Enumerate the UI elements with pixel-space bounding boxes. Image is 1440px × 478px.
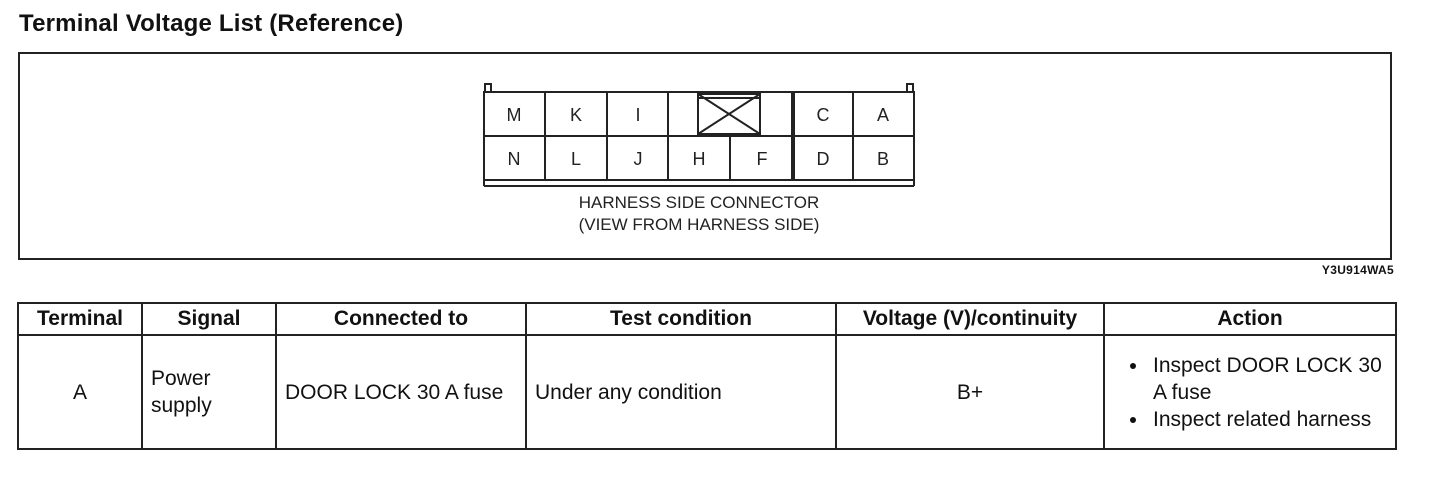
connector-diagram-frame: M K I C A N L J H F D B HARNESS SIDE CON… [18,52,1392,260]
action-item: Inspect related harness [1149,406,1387,433]
pin-label-a: A [877,105,889,125]
pin-label-c: C [817,105,830,125]
pin-label-i: I [635,105,640,125]
column-header-signal: Signal [141,302,277,336]
column-header-action: Action [1103,302,1397,336]
connector-diagram: M K I C A N L J H F D B HARNESS SIDE CON… [483,83,915,234]
connector-caption-line2: (VIEW FROM HARNESS SIDE) [579,215,820,234]
connector-caption-line1: HARNESS SIDE CONNECTOR [579,193,820,212]
cell-test-condition: Under any condition [525,334,837,450]
pin-label-n: N [508,149,521,169]
pin-label-k: K [570,105,582,125]
corner-nub-right [906,83,914,93]
pin-label-h: H [693,149,706,169]
pin-label-m: M [507,105,522,125]
table-header-row: Terminal Signal Connected to Test condit… [17,302,1397,336]
pin-label-f: F [757,149,768,169]
column-header-test-condition: Test condition [525,302,837,336]
action-list: Inspect DOOR LOCK 30 A fuse Inspect rela… [1113,352,1387,433]
cell-signal: Power supply [141,334,277,450]
column-header-connected-to: Connected to [275,302,527,336]
corner-nub-left [484,83,492,93]
terminal-voltage-table: Terminal Signal Connected to Test condit… [17,302,1397,450]
table-row: A Power supply DOOR LOCK 30 A fuse Under… [17,334,1397,450]
cell-terminal: A [17,334,143,450]
page-title: Terminal Voltage List (Reference) [19,10,404,37]
column-header-voltage: Voltage (V)/continuity [835,302,1105,336]
pin-label-j: J [634,149,643,169]
pin-label-l: L [571,149,581,169]
action-item: Inspect DOOR LOCK 30 A fuse [1149,352,1387,406]
blocked-cavity-icon [697,93,761,135]
pin-label-d: D [817,149,830,169]
pin-label-b: B [877,149,889,169]
cell-action: Inspect DOOR LOCK 30 A fuse Inspect rela… [1103,334,1397,450]
figure-id: Y3U914WA5 [1321,263,1394,277]
cell-connected-to: DOOR LOCK 30 A fuse [275,334,527,450]
cell-voltage: B+ [835,334,1105,450]
column-header-terminal: Terminal [17,302,143,336]
